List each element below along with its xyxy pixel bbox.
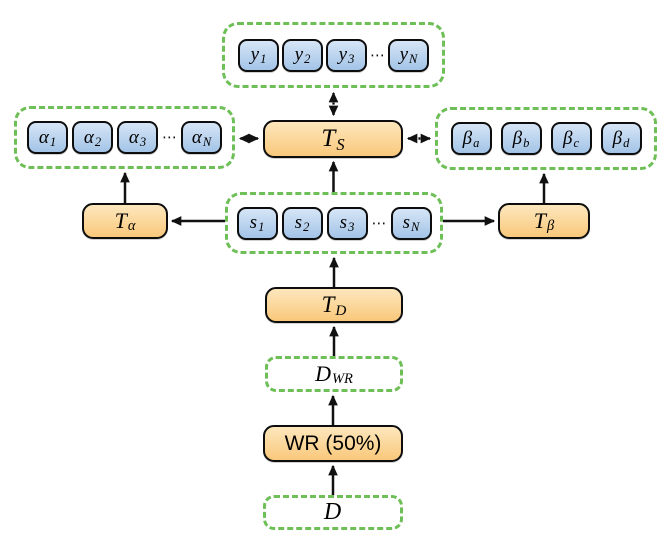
node-wr-filter: WR (50%) [263, 425, 403, 462]
ellipsis-y: ⋯ [370, 45, 385, 64]
ellipsis-alpha: ⋯ [162, 128, 177, 146]
node-dataset-d: D [263, 495, 403, 530]
ellipsis-s: ⋯ [371, 213, 387, 232]
